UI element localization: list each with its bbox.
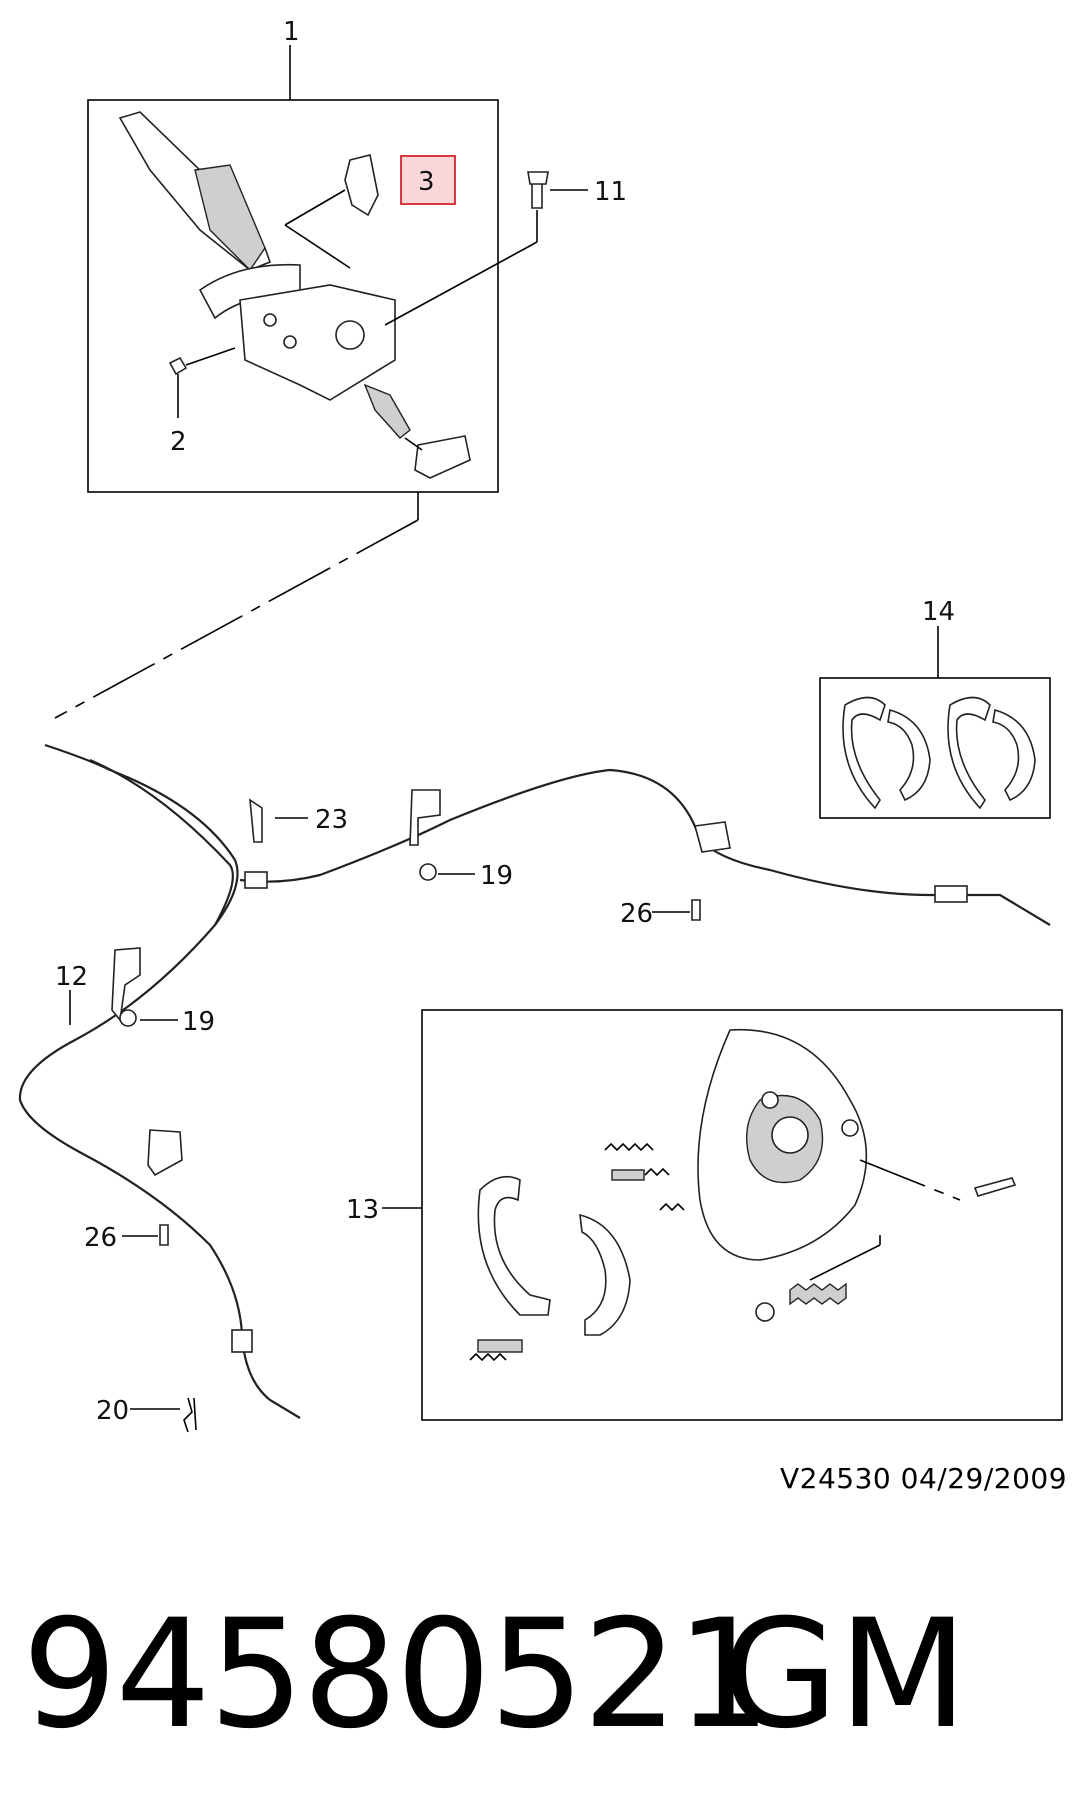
callout-14: 14 — [922, 597, 955, 627]
brake-shoes-frame — [819, 677, 1051, 819]
drum-shoe-right — [579, 1213, 631, 1336]
parking-brake-diagram: 1 2 3 11 12 13 14 19 19 20 23 26 26 — [18, 17, 1063, 1433]
bracket-lower — [147, 1129, 183, 1177]
clip-part — [344, 154, 379, 217]
lever-assembly-frame — [87, 99, 499, 493]
drawing-code: V24530 04/29/2009 — [780, 1462, 1068, 1495]
brake-shoe-right — [947, 696, 991, 810]
lever-bracket — [239, 284, 396, 401]
callout-12: 12 — [55, 962, 88, 992]
return-spring — [604, 1142, 654, 1152]
cable-right — [239, 768, 1051, 926]
brand-label: GM — [722, 1588, 968, 1762]
callout-19-lower: 19 — [182, 1007, 215, 1037]
lever-assembly-group — [54, 45, 588, 719]
adjuster — [611, 1169, 645, 1181]
callout-11: 11 — [594, 177, 627, 207]
brake-shoes-group — [819, 677, 1051, 819]
callout-2: 2 — [170, 427, 187, 457]
callout-26-left: 26 — [84, 1223, 117, 1253]
callout-19-upper: 19 — [480, 861, 513, 891]
callout-labels: 1 2 3 11 12 13 14 19 19 20 23 26 26 — [55, 17, 955, 1426]
callout-1: 1 — [283, 17, 300, 47]
bolt-11 — [527, 171, 549, 209]
callout-23: 23 — [315, 805, 348, 835]
drum-brake-frame — [421, 1009, 1063, 1421]
equalizer — [414, 435, 471, 479]
clip-23 — [249, 798, 263, 843]
cable-12 — [18, 743, 301, 1419]
callout-13: 13 — [346, 1195, 379, 1225]
brake-cables — [18, 743, 1051, 1433]
brake-shoe-left — [842, 696, 886, 810]
screw-2 — [168, 356, 188, 376]
drum-shoe-left — [477, 1175, 551, 1316]
callout-26-right: 26 — [620, 899, 653, 929]
bracket-mid — [111, 947, 141, 1022]
callout-3-highlight — [400, 155, 456, 205]
callout-20: 20 — [96, 1396, 129, 1426]
drum-brake-group — [421, 1009, 1063, 1421]
pin — [973, 1177, 1017, 1197]
bracket-right — [693, 821, 731, 853]
hold-down-spring — [789, 1282, 847, 1306]
cable-boot — [363, 383, 411, 439]
bracket-upper — [409, 789, 441, 846]
part-number: 94580521 — [22, 1588, 771, 1762]
clip-20 — [183, 1397, 197, 1433]
callout-3: 3 — [418, 167, 435, 197]
